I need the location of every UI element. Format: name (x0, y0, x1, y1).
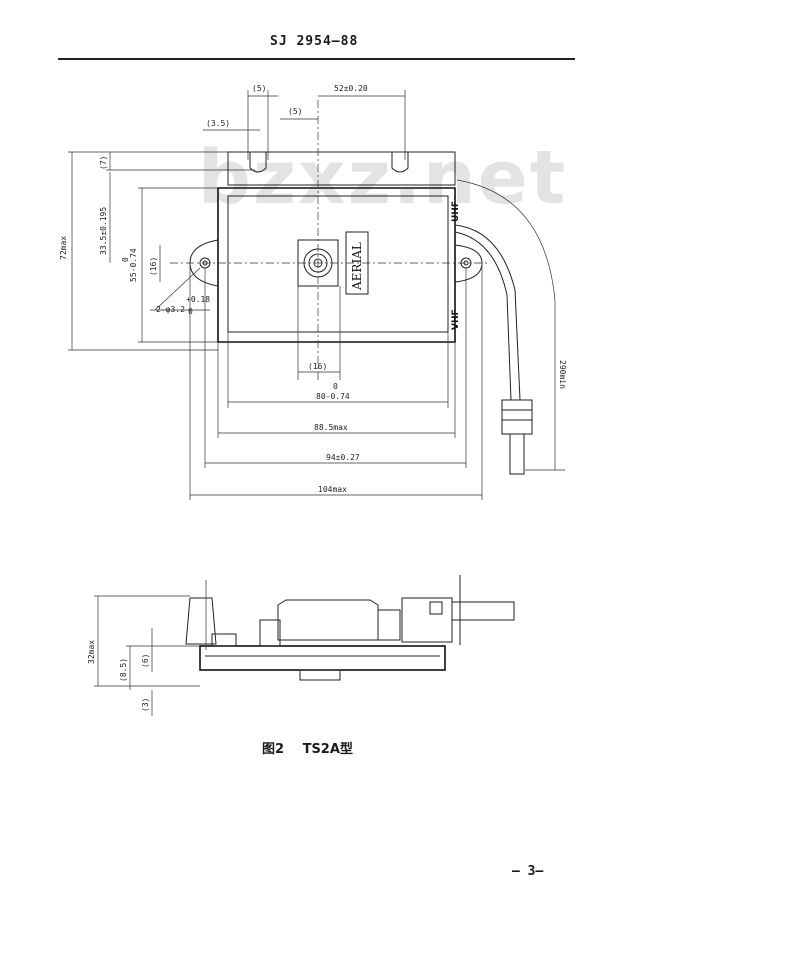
cable-upper-edge (454, 224, 521, 401)
side-base-plate (199, 645, 446, 671)
header-rule (58, 58, 575, 60)
cable-lower-edge (454, 231, 512, 401)
right-slot (391, 152, 409, 173)
dim-80-top: 0 (333, 382, 338, 391)
side-small-box (429, 601, 443, 615)
dim-33-5: 33.5±0.195 (99, 207, 108, 255)
dim-8-5: (8.5) (119, 658, 128, 682)
side-view: 32max (8.5) (6) (3) (87, 575, 515, 716)
side-bottom-foot (299, 669, 341, 681)
aerial-label: AERIAL (350, 242, 364, 291)
dim-3-5: (3.5) (206, 119, 230, 128)
left-slot (249, 152, 267, 173)
dim-80: 80-0.74 (316, 392, 350, 401)
connector-body (501, 399, 533, 435)
flange-plate (227, 151, 456, 186)
side-shaft (451, 601, 515, 621)
dim-6: (6) (141, 654, 150, 668)
dim-hole-tol0: 0 (188, 307, 193, 316)
page-number: — 3— (512, 864, 544, 879)
side-left-step (211, 633, 237, 647)
dim-55: 55-0.74 (129, 248, 138, 282)
vhf-label: VHF (451, 309, 461, 330)
hole-leader (154, 267, 201, 311)
side-component-2 (377, 609, 401, 641)
side-can (277, 599, 379, 641)
uhf-label: UHF (451, 201, 461, 222)
figure-title: TS2A型 (302, 742, 353, 757)
dim-290: 290min (558, 360, 567, 389)
dim-hole-tol: +0.18 (186, 295, 210, 304)
side-right-block (401, 597, 453, 643)
dim-5b: (5) (288, 107, 302, 116)
watermark: bzxz.net (198, 135, 568, 221)
dim-7: (7) (99, 156, 108, 170)
document-code: SJ 2954—88 (270, 34, 359, 49)
dim-52: 52±0.20 (334, 84, 368, 93)
top-view: AERIAL UHF VHF 290min (5) 52±0.20 (5) (3… (59, 84, 567, 500)
figure-caption: 图2 TS2A型 (262, 738, 353, 757)
tuner-body (217, 187, 456, 343)
cable-length-arc (456, 179, 556, 470)
dim-55-top: 0 (121, 257, 130, 262)
dim-72: 72max (59, 236, 68, 260)
dim-16h: (16) (308, 362, 327, 371)
dim-32: 32max (87, 640, 96, 664)
figure-number: 图2 (262, 742, 285, 757)
dim-16v: (16) (149, 257, 158, 276)
dim-88-5: 88.5max (314, 423, 348, 432)
dim-5a: (5) (252, 84, 266, 93)
dim-104: 104max (318, 485, 347, 494)
dim-3: (3) (141, 698, 150, 712)
right-ear (454, 244, 483, 283)
connector-pin (509, 433, 525, 475)
dim-94: 94±0.27 (326, 453, 360, 462)
dim-hole: 2-φ3.2 (156, 305, 185, 314)
side-component-1 (259, 619, 281, 647)
